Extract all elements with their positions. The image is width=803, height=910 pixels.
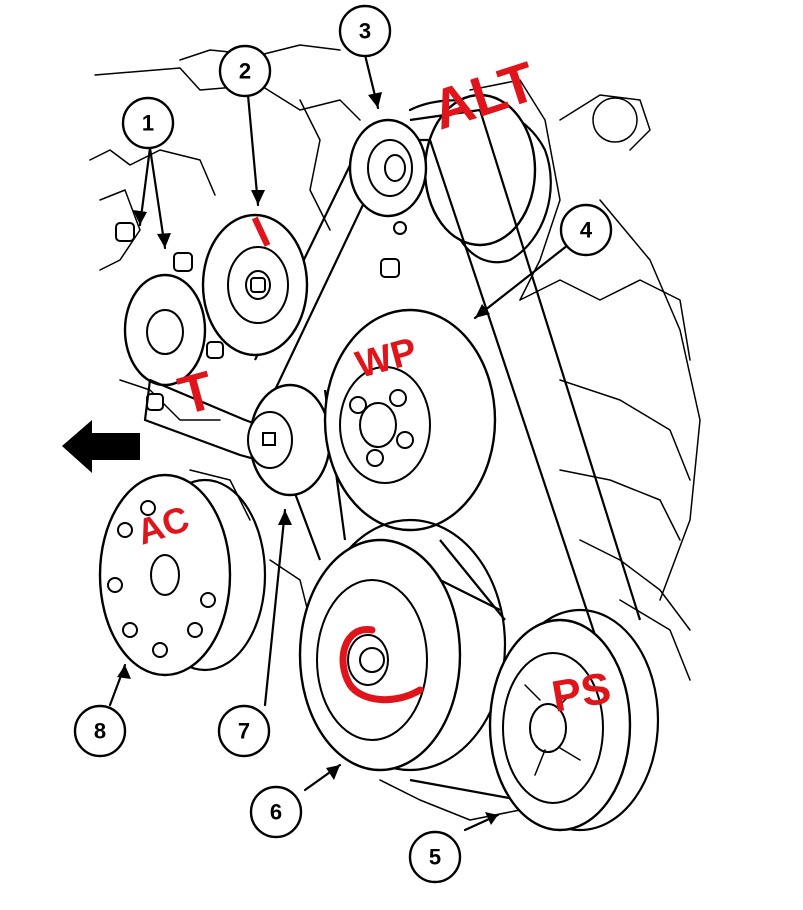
crankshaft-pulley xyxy=(298,518,507,772)
callout-label: 8 xyxy=(94,719,106,744)
idler-pulley xyxy=(201,213,309,357)
direction-arrow-icon xyxy=(62,420,140,473)
callout-label: 6 xyxy=(270,800,282,825)
annotation-tensioner: T xyxy=(173,360,220,426)
callout-1: 1 xyxy=(121,96,175,150)
tensioner-pulley xyxy=(123,273,332,497)
callout-2: 2 xyxy=(218,44,272,98)
annotation-text: T xyxy=(173,360,220,426)
callout-5: 5 xyxy=(408,830,462,884)
callout-4: 4 xyxy=(559,203,613,257)
annotation-crank-circle xyxy=(339,626,424,704)
callout-leaders xyxy=(108,53,570,832)
callout-8: 8 xyxy=(73,704,127,758)
callout-label: 5 xyxy=(429,845,441,870)
power-steering-pulley xyxy=(488,608,660,832)
ac-pulley xyxy=(98,473,267,677)
callout-3: 3 xyxy=(338,4,392,58)
callout-6: 6 xyxy=(249,785,303,839)
water-pump-pulley xyxy=(323,308,497,532)
annotation-text: PS xyxy=(548,663,614,721)
bolts xyxy=(115,221,407,411)
callout-label: 1 xyxy=(142,111,154,136)
callout-7: 7 xyxy=(217,704,271,758)
alternator-pulley xyxy=(348,118,428,218)
callout-label: 3 xyxy=(359,19,371,44)
callout-label: 2 xyxy=(239,59,251,84)
callout-label: 7 xyxy=(238,719,250,744)
callout-label: 4 xyxy=(580,218,593,243)
annotation-power-steering: PS xyxy=(548,663,614,721)
callout-arrowheads xyxy=(117,92,498,825)
